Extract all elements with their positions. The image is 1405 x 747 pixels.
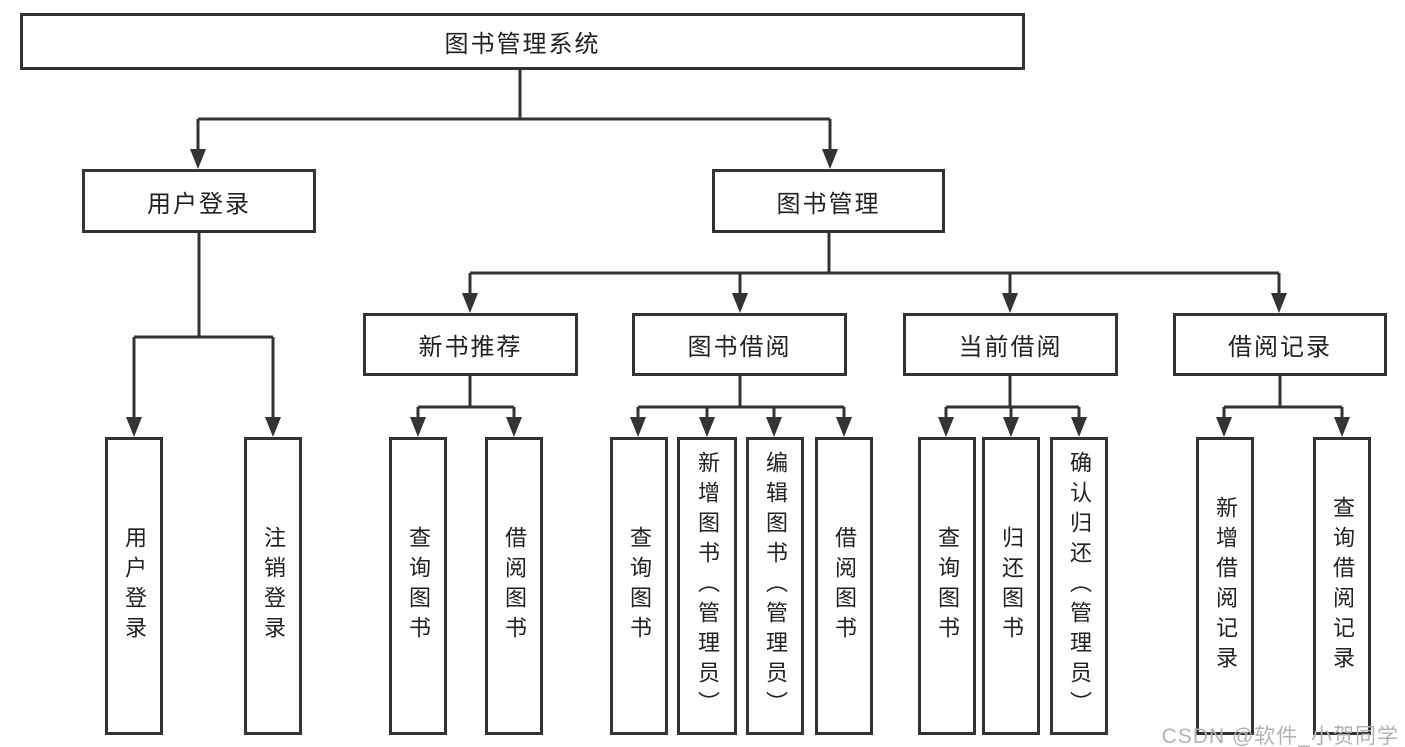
- leaf-query-books-recommend: 查询图书: [389, 437, 447, 735]
- leaf-borrow-books-label: 借阅图书: [832, 526, 857, 646]
- leaf-confirm-return-admin-label: 确认归还（管理员）: [1067, 451, 1092, 721]
- node-user-login: 用户登录: [82, 169, 316, 233]
- leaf-query-books-borrow: 查询图书: [610, 437, 668, 735]
- leaf-confirm-return-admin: 确认归还（管理员）: [1050, 437, 1108, 735]
- node-library-system: 图书管理系统: [20, 13, 1025, 70]
- leaf-add-borrow-record-label: 新增借阅记录: [1213, 496, 1238, 676]
- leaf-logout-label: 注销登录: [261, 526, 286, 646]
- leaf-user-login: 用户登录: [105, 437, 163, 735]
- leaf-query-books-current: 查询图书: [918, 437, 976, 735]
- leaf-query-borrow-record-label: 查询借阅记录: [1330, 496, 1355, 676]
- leaf-query-books-borrow-label: 查询图书: [627, 526, 652, 646]
- node-book-management-label: 图书管理: [776, 190, 881, 218]
- node-borrow-records: 借阅记录: [1173, 313, 1387, 376]
- leaf-add-borrow-record: 新增借阅记录: [1196, 437, 1254, 735]
- leaf-borrow-books: 借阅图书: [815, 437, 873, 735]
- leaf-add-books-admin: 新增图书（管理员）: [677, 437, 737, 735]
- leaf-user-login-label: 用户登录: [122, 526, 147, 646]
- leaf-logout: 注销登录: [244, 437, 302, 735]
- node-new-book-recommend: 新书推荐: [363, 313, 578, 376]
- node-book-borrow-label: 图书借阅: [687, 334, 792, 361]
- node-user-login-label: 用户登录: [147, 190, 251, 218]
- node-library-system-label: 图书管理系统: [444, 31, 601, 58]
- node-book-borrow: 图书借阅: [632, 313, 847, 376]
- leaf-return-books-label: 归还图书: [999, 526, 1024, 646]
- leaf-query-books-recommend-label: 查询图书: [406, 526, 431, 646]
- leaf-edit-books-admin: 编辑图书（管理员）: [746, 437, 804, 735]
- leaf-add-books-admin-label: 新增图书（管理员）: [695, 451, 720, 721]
- node-current-borrow-label: 当前借阅: [958, 334, 1063, 361]
- node-borrow-records-label: 借阅记录: [1228, 334, 1332, 361]
- leaf-return-books: 归还图书: [982, 437, 1040, 735]
- leaf-borrow-books-recommend-label: 借阅图书: [502, 526, 527, 646]
- node-new-book-recommend-label: 新书推荐: [418, 334, 523, 361]
- leaf-query-borrow-record: 查询借阅记录: [1313, 437, 1371, 735]
- node-current-borrow: 当前借阅: [903, 313, 1118, 376]
- leaf-query-books-current-label: 查询图书: [935, 526, 960, 646]
- leaf-edit-books-admin-label: 编辑图书（管理员）: [763, 451, 788, 721]
- leaf-borrow-books-recommend: 借阅图书: [485, 437, 543, 735]
- csdn-watermark: CSDN @软件_小贺同学: [1161, 725, 1399, 747]
- node-book-management: 图书管理: [712, 169, 945, 233]
